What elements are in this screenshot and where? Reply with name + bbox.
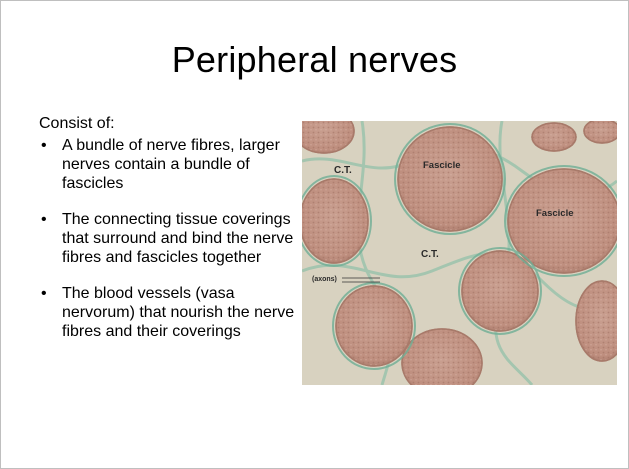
ct-label-top: C.T. [334,165,352,176]
nerve-micrograph: C.T. Fascicle Fascicle C.T. (axons) [302,121,617,385]
bullet-item: • The blood vessels (vasa nervorum) that… [39,284,301,341]
intro-text: Consist of: [39,115,115,132]
axons-label: (axons) [312,276,337,283]
bullet-item: • A bundle of nerve fibres, larger nerve… [39,136,301,193]
slide-body: Consist of: • A bundle of nerve fibres, … [39,114,301,341]
fascicle-label-top: Fascicle [423,160,461,171]
micrograph-image: C.T. Fascicle Fascicle C.T. (axons) [302,121,617,385]
ct-label-middle: C.T. [421,249,439,260]
fascicle-label-right: Fascicle [536,208,574,219]
bullet-dot: • [41,211,47,228]
bullet-item: • The connecting tissue coverings that s… [39,210,301,267]
bullet-text: The connecting tissue coverings that sur… [62,211,294,266]
bullet-text: The blood vessels (vasa nervorum) that n… [62,285,295,340]
bullet-dot: • [41,285,47,302]
bullet-text: A bundle of nerve fibres, larger nerves … [62,137,280,192]
bullet-dot: • [41,137,47,154]
slide-title: Peripheral nerves [171,39,458,80]
